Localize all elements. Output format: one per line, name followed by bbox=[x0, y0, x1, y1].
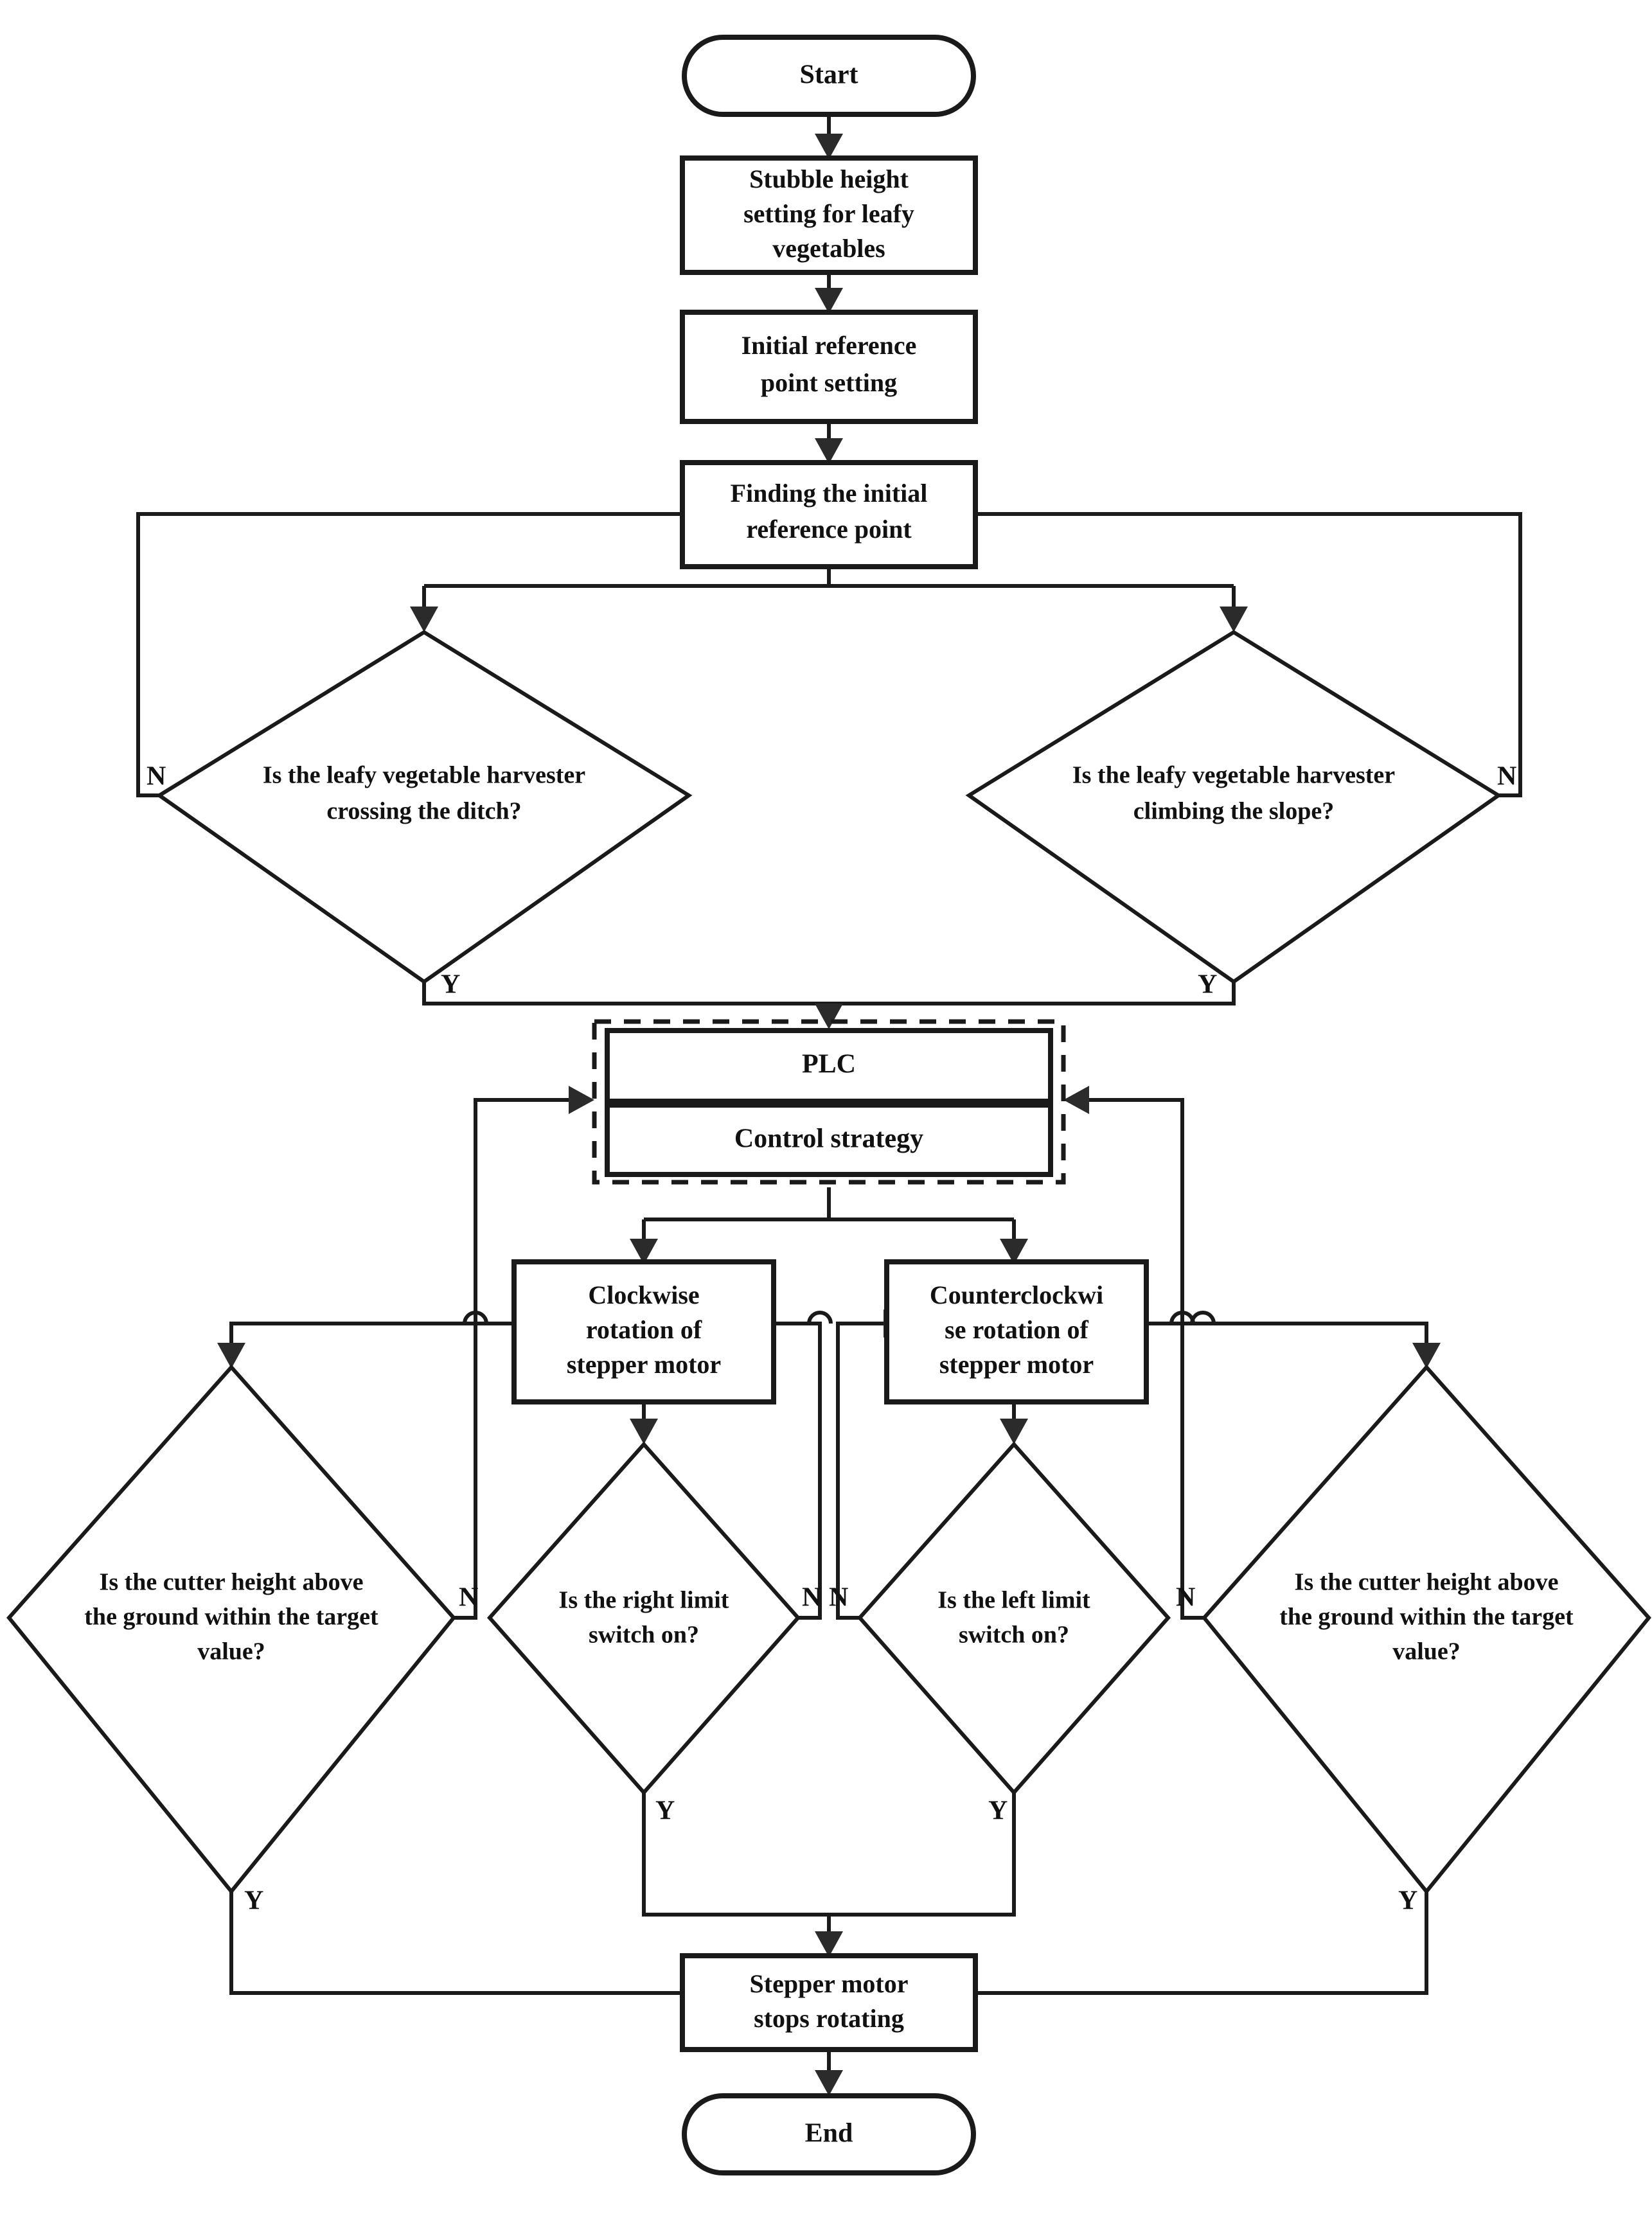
arrowhead-merge-plc bbox=[815, 1004, 843, 1029]
node-clockwise-line2: rotation of bbox=[586, 1315, 702, 1344]
edge-rightlimit-no bbox=[772, 1322, 822, 1620]
node-stopmotor-line2: stops rotating bbox=[754, 2004, 904, 2033]
edge-ditch-yes bbox=[422, 982, 829, 1005]
edge-cutterleft-no bbox=[454, 1098, 571, 1620]
node-decision-slope[interactable]: Is the leafy vegetable harvester climbin… bbox=[965, 630, 1502, 984]
node-counterclockwise-line3: stepper motor bbox=[939, 1350, 1094, 1379]
branch-label-slope-no: N bbox=[1497, 762, 1516, 792]
node-initialref-line2: point setting bbox=[761, 368, 897, 397]
arrowhead-cutterright-no-plc bbox=[1063, 1086, 1089, 1114]
node-counterclockwise-rotation[interactable]: Counterclockwi se rotation of stepper mo… bbox=[884, 1259, 1149, 1404]
edge-rightlimit-yes bbox=[642, 1793, 829, 1917]
node-cutterright-line1: Is the cutter height above bbox=[1295, 1569, 1559, 1596]
node-cutterright-line3: value? bbox=[1392, 1638, 1461, 1665]
node-plc[interactable]: PLC bbox=[605, 1028, 1053, 1104]
arrowhead-start-stubble bbox=[815, 134, 843, 159]
node-plc-label: PLC bbox=[802, 1050, 856, 1079]
node-control-strategy[interactable]: Control strategy bbox=[605, 1103, 1053, 1177]
node-finding-line2: reference point bbox=[746, 515, 912, 544]
edge-cutterleft-yes bbox=[229, 1891, 682, 1995]
node-counterclockwise-line2: se rotation of bbox=[945, 1315, 1088, 1344]
branch-label-leftlimit-no: N bbox=[829, 1583, 848, 1613]
arrowhead-clockwise-rightlimit bbox=[630, 1419, 658, 1444]
node-slope-line2: climbing the slope? bbox=[1133, 798, 1334, 825]
node-clockwise-rotation[interactable]: Clockwise rotation of stepper motor bbox=[511, 1259, 776, 1404]
arrowhead-limitmerge-stop bbox=[815, 1931, 843, 1957]
plc-container: PLC Control strategy bbox=[592, 1019, 1066, 1185]
node-cutterleft-line1: Is the cutter height above bbox=[100, 1569, 364, 1596]
node-start[interactable]: Start bbox=[682, 35, 976, 117]
arrowhead-stop-end bbox=[815, 2070, 843, 2096]
node-stubble-line2: setting for leafy bbox=[743, 199, 914, 228]
node-stubble-line3: vegetables bbox=[772, 234, 885, 263]
arrowhead-stubble-initialref bbox=[815, 288, 843, 314]
branch-label-slope-yes: Y bbox=[1198, 970, 1217, 1000]
node-stop-motor[interactable]: Stepper motor stops rotating bbox=[680, 1953, 978, 2052]
line-hop-cutterleft-n bbox=[463, 1311, 488, 1324]
node-leftlimit-line2: switch on? bbox=[959, 1622, 1069, 1649]
edge-leftlimit-no bbox=[836, 1322, 885, 1620]
edge-cutterright-no bbox=[1087, 1098, 1204, 1620]
branch-label-cutterleft-no: N bbox=[459, 1583, 478, 1613]
plc-dashed-border bbox=[592, 1019, 1066, 1185]
edge-slope-yes bbox=[829, 982, 1236, 1005]
node-cutterright-line2: the ground within the target bbox=[1279, 1604, 1574, 1631]
node-cutterleft-line2: the ground within the target bbox=[84, 1604, 378, 1631]
node-leftlimit-line1: Is the left limit bbox=[937, 1587, 1090, 1614]
node-rightlimit-line1: Is the right limit bbox=[559, 1587, 729, 1614]
node-counterclockwise-line1: Counterclockwi bbox=[930, 1280, 1103, 1309]
node-decision-cutter-height-right[interactable]: Is the cutter height above the ground wi… bbox=[1202, 1364, 1651, 1895]
arrowhead-counterclockwise-leftlimit bbox=[1000, 1419, 1028, 1444]
node-end-label: End bbox=[805, 2119, 853, 2148]
node-start-label: Start bbox=[800, 60, 858, 90]
edge-leftlimit-yes bbox=[829, 1793, 1016, 1917]
branch-label-cutterright-no: N bbox=[1176, 1583, 1195, 1613]
arrowhead-clockwise-cutterleft bbox=[217, 1343, 245, 1368]
line-hop-cutterright-n bbox=[1169, 1311, 1195, 1324]
arrowhead-bus-counterclockwise bbox=[1000, 1239, 1028, 1264]
branch-label-leftlimit-yes: Y bbox=[988, 1796, 1008, 1826]
node-cutterleft-line3: value? bbox=[197, 1638, 265, 1665]
node-slope-line1: Is the leafy vegetable harvester bbox=[1072, 762, 1395, 789]
branch-label-ditch-no: N bbox=[147, 762, 166, 792]
branch-label-ditch-yes: Y bbox=[441, 970, 460, 1000]
node-ditch-line1: Is the leafy vegetable harvester bbox=[263, 762, 585, 789]
node-control-strategy-label: Control strategy bbox=[734, 1124, 923, 1154]
node-stubble-height[interactable]: Stubble height setting for leafy vegetab… bbox=[680, 155, 978, 275]
arrowhead-cutterleft-no-plc bbox=[569, 1086, 594, 1114]
node-finding-reference[interactable]: Finding the initial reference point bbox=[680, 460, 978, 569]
node-clockwise-line1: Clockwise bbox=[588, 1280, 699, 1309]
node-end[interactable]: End bbox=[682, 2093, 976, 2175]
node-clockwise-line3: stepper motor bbox=[567, 1350, 721, 1379]
line-hop-left bbox=[807, 1311, 833, 1324]
node-decision-right-limit[interactable]: Is the right limit switch on? bbox=[486, 1441, 801, 1796]
edge-slope-no-loop bbox=[891, 512, 1522, 797]
branch-label-rightlimit-yes: Y bbox=[655, 1796, 675, 1826]
node-decision-left-limit[interactable]: Is the left limit switch on? bbox=[857, 1441, 1171, 1796]
edge-cutterright-yes bbox=[975, 1891, 1428, 1995]
node-decision-ditch[interactable]: Is the leafy vegetable harvester crossin… bbox=[155, 630, 693, 984]
node-finding-line1: Finding the initial bbox=[731, 479, 928, 508]
node-stubble-line1: Stubble height bbox=[749, 164, 909, 193]
node-decision-cutter-height-left[interactable]: Is the cutter height above the ground wi… bbox=[6, 1364, 456, 1895]
node-ditch-line2: crossing the ditch? bbox=[326, 798, 521, 825]
branch-label-rightlimit-no: N bbox=[802, 1583, 821, 1613]
connector-layer bbox=[136, 114, 1522, 2096]
arrowhead-initialref-finding bbox=[815, 438, 843, 464]
branch-label-cutterleft-yes: Y bbox=[244, 1886, 263, 1916]
node-stopmotor-line1: Stepper motor bbox=[750, 1969, 909, 1998]
arrowhead-bus-ditch bbox=[410, 607, 438, 632]
arrowhead-bus-clockwise bbox=[630, 1239, 658, 1264]
node-initial-reference[interactable]: Initial reference point setting bbox=[680, 310, 978, 424]
node-initialref-line1: Initial reference bbox=[742, 331, 917, 360]
node-rightlimit-line2: switch on? bbox=[589, 1622, 699, 1649]
arrowhead-bus-slope bbox=[1220, 607, 1248, 632]
branch-label-cutterright-yes: Y bbox=[1398, 1886, 1417, 1916]
edge-ditch-no-loop bbox=[136, 512, 768, 797]
arrowhead-counterclockwise-cutterright bbox=[1412, 1343, 1441, 1368]
